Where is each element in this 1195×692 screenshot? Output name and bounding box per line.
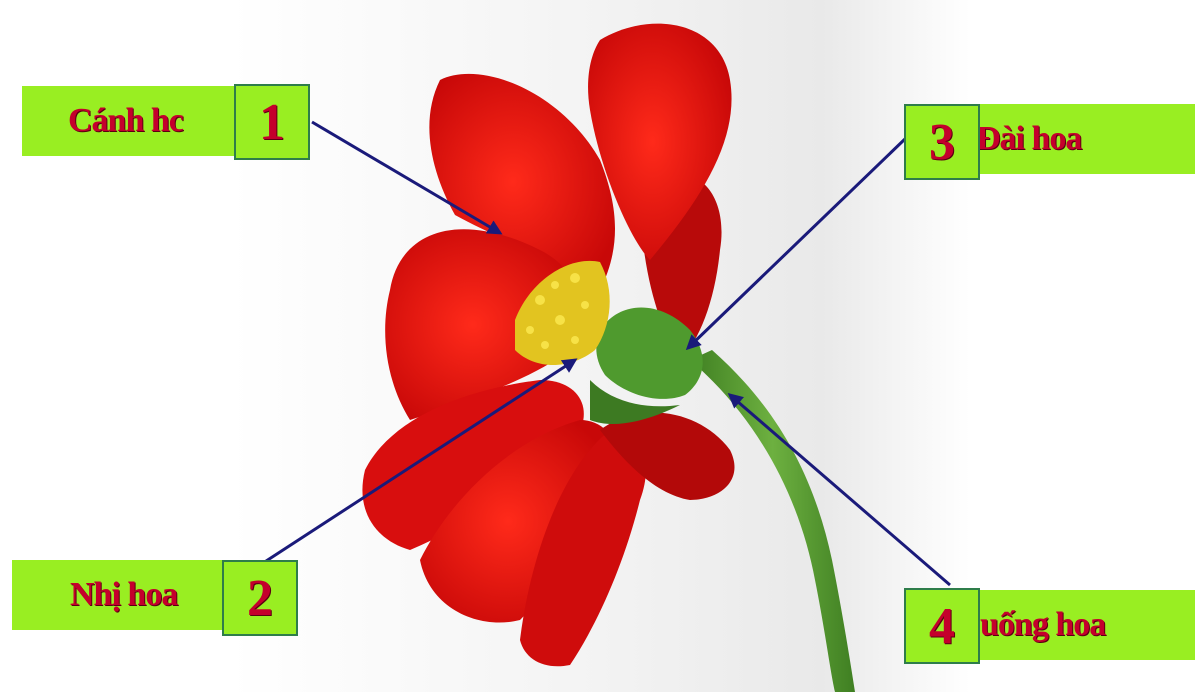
label-bar-sepal: Đài hoa (950, 104, 1195, 174)
number-4: 4 (929, 597, 955, 656)
number-3: 3 (929, 113, 955, 172)
label-bar-petal: Cánh hc (22, 86, 242, 156)
label-bar-stamen: Nhị hoa (12, 560, 242, 630)
number-1: 1 (259, 93, 285, 152)
number-2: 2 (247, 569, 273, 628)
label-bar-stem: uống hoa (950, 590, 1195, 660)
number-box-1: 1 (234, 84, 310, 160)
label-text-stamen: Nhị hoa (70, 576, 177, 614)
label-text-petal: Cánh hc (68, 102, 183, 140)
label-text-sepal: Đài hoa (976, 120, 1081, 158)
label-text-stem: uống hoa (980, 606, 1105, 644)
number-box-3: 3 (904, 104, 980, 180)
number-box-2: 2 (222, 560, 298, 636)
number-box-4: 4 (904, 588, 980, 664)
